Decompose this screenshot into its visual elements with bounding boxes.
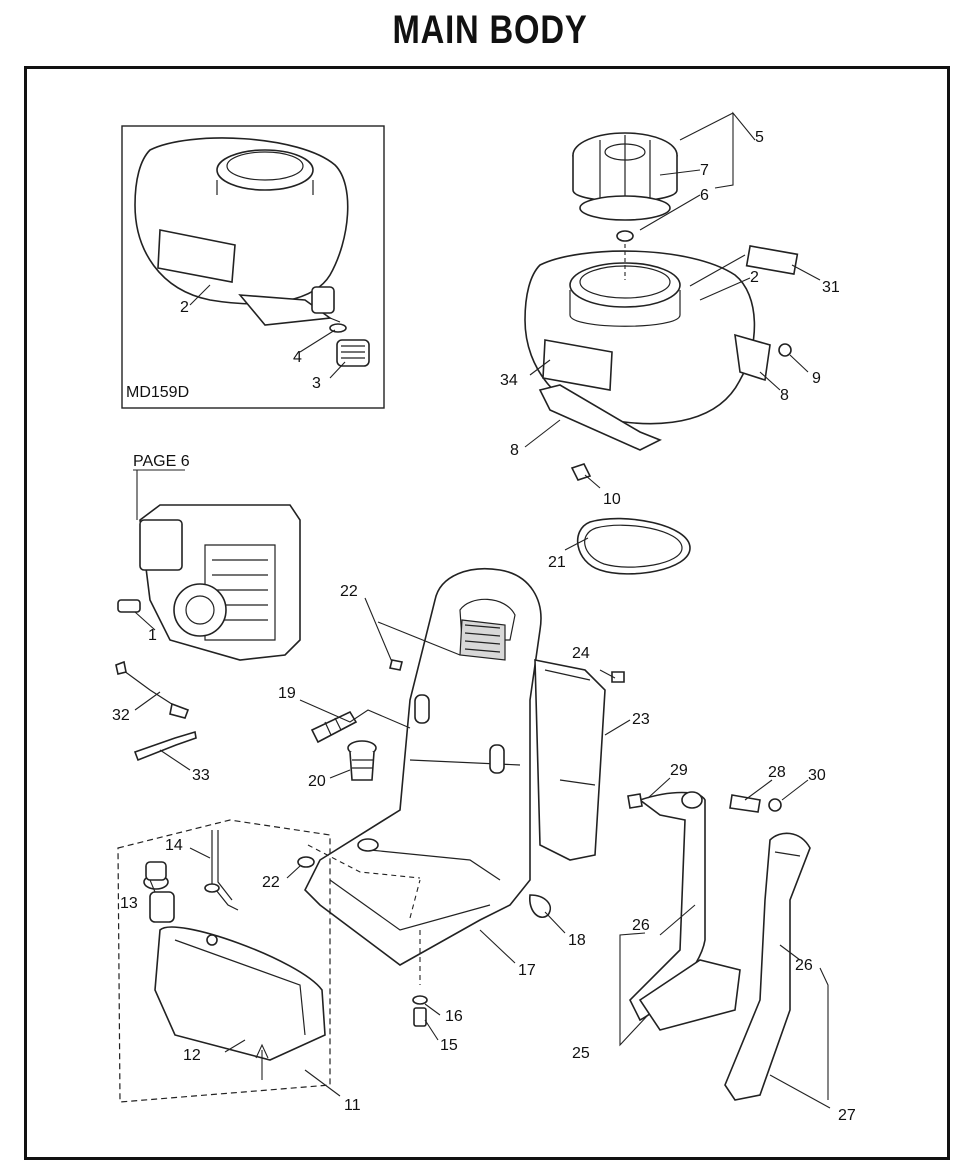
callout-6: 6 <box>700 187 709 204</box>
callout-16: 16 <box>445 1008 463 1025</box>
leader-lines <box>134 111 831 1109</box>
fuel-tank-boundary <box>117 819 331 1103</box>
tank-cap-assembly <box>572 132 678 242</box>
callout-20: 20 <box>308 773 326 790</box>
callout-4: 4 <box>293 349 302 366</box>
callout-32: 32 <box>112 707 130 724</box>
callout-2: 2 <box>750 269 759 286</box>
callout-23: 23 <box>632 711 650 728</box>
callout-8-right: 8 <box>780 387 789 404</box>
engine <box>117 504 301 661</box>
callout-8-left: 8 <box>510 442 519 459</box>
callout-34: 34 <box>500 372 518 389</box>
callout-31: 31 <box>822 279 840 296</box>
callout-7: 7 <box>700 162 709 179</box>
callout-9: 9 <box>812 370 821 387</box>
callout-21: 21 <box>548 554 566 571</box>
page-reference-label: PAGE 6 <box>133 453 190 470</box>
backpack-frame <box>304 568 625 966</box>
main-tank <box>524 244 799 575</box>
callout-18: 18 <box>568 932 586 949</box>
small-parts-left <box>115 660 197 762</box>
callout-10: 10 <box>603 491 621 508</box>
callout-1: 1 <box>148 627 157 644</box>
callout-33: 33 <box>192 767 210 784</box>
callout-24: 24 <box>572 645 590 662</box>
callout-25: 25 <box>572 1045 590 1062</box>
callout-26-left: 26 <box>632 917 650 934</box>
callout-17: 17 <box>518 962 536 979</box>
callout-15: 15 <box>440 1037 458 1054</box>
callout-27: 27 <box>838 1107 856 1124</box>
page-title: MAIN BODY <box>392 8 588 52</box>
callout-12: 12 <box>183 1047 201 1064</box>
callout-22-bottom: 22 <box>262 874 280 891</box>
callout-28: 28 <box>768 764 786 781</box>
callout-11: 11 <box>344 1097 361 1114</box>
callout-13: 13 <box>120 895 138 912</box>
shoulder-straps <box>627 791 811 1101</box>
callout-22-top: 22 <box>340 583 358 600</box>
callout-19: 19 <box>278 685 296 702</box>
inset-model-label: MD159D <box>126 384 189 401</box>
callout-29: 29 <box>670 762 688 779</box>
callout-5: 5 <box>755 129 764 146</box>
callout-26-right: 26 <box>795 957 813 974</box>
callout-30: 30 <box>808 767 826 784</box>
inset-box <box>121 125 385 409</box>
diagram-frame <box>24 66 950 1160</box>
callout-2-inset: 2 <box>180 299 189 316</box>
fuel-tank <box>143 830 326 1080</box>
inset-tank <box>134 137 370 367</box>
callout-3: 3 <box>312 375 321 392</box>
callout-14: 14 <box>165 837 183 854</box>
